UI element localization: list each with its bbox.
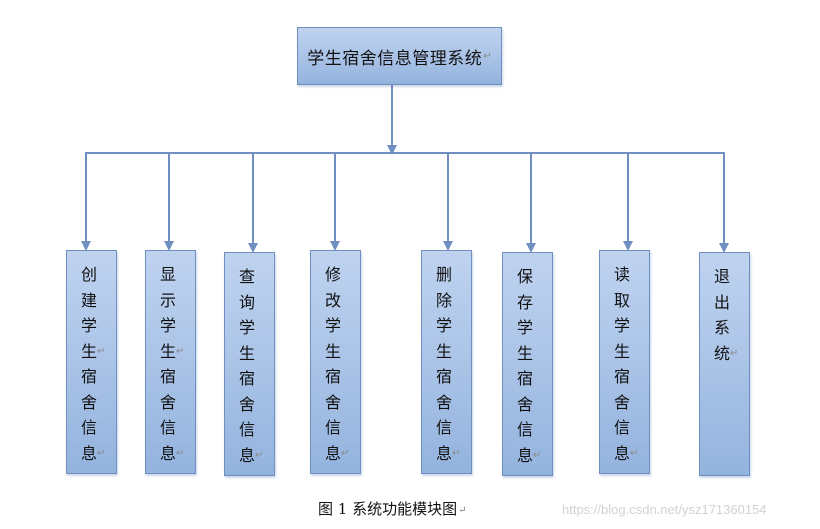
watermark-url: https://blog.csdn.net/ysz171360154 (562, 502, 767, 517)
module-label-query: 查询学生宿舍信息↵ (239, 264, 263, 468)
module-label-char: 宿 (239, 369, 256, 388)
module-label-char: 舍 (436, 392, 453, 412)
module-label-char: 生 (160, 341, 177, 361)
module-label-char: 舍 (239, 394, 256, 414)
module-box-delete: 删除学生宿舍信息↵ (421, 250, 472, 474)
module-label-char: 出 (714, 292, 731, 312)
module-label-char: 学 (517, 318, 534, 337)
module-label-char: 改 (325, 290, 342, 310)
module-label-char: 建 (81, 290, 98, 310)
module-label-char: 学 (436, 316, 453, 335)
module-label-char: 保 (517, 267, 534, 286)
paragraph-mark-icon: ↵ (630, 447, 639, 459)
module-label-char: 退 (714, 267, 731, 286)
module-label-char: 息 (81, 443, 98, 463)
root-module-label: 学生宿舍信息管理系统 (307, 48, 483, 69)
module-label-char: 学 (160, 316, 177, 335)
module-box-save: 保存学生宿舍信息↵ (502, 252, 553, 476)
module-label-exit: 退出系统↵ (714, 264, 738, 366)
module-label-char: 学 (325, 316, 342, 335)
paragraph-mark-icon: ↵ (176, 447, 185, 459)
module-label-char: 除 (436, 290, 453, 310)
paragraph-mark-icon: ↵ (458, 504, 467, 516)
module-label-create: 创建学生↵宿舍信息↵ (81, 262, 105, 466)
module-label-char: 信 (614, 418, 631, 437)
module-box-query: 查询学生宿舍信息↵ (224, 252, 275, 476)
module-label-char: 信 (436, 418, 453, 437)
module-label-char: 息 (239, 445, 256, 465)
module-label-char: 舍 (325, 392, 342, 412)
module-label-delete: 删除学生宿舍信息↵ (436, 262, 460, 466)
paragraph-mark-icon: ↵ (97, 345, 106, 357)
module-label-char: 询 (239, 292, 256, 312)
module-label-save: 保存学生宿舍信息↵ (517, 264, 541, 468)
module-label-char: 息 (160, 443, 177, 463)
module-label-char: 息 (325, 443, 342, 463)
module-label-char: 宿 (436, 367, 453, 386)
module-label-char: 信 (517, 420, 534, 439)
module-label-char: 生 (517, 343, 534, 363)
paragraph-mark-icon: ↵ (483, 50, 492, 62)
module-label-char: 显 (160, 265, 177, 284)
module-label-char: 舍 (160, 392, 177, 412)
paragraph-mark-icon: ↵ (176, 345, 185, 357)
root-module-box: 学生宿舍信息管理系统↵ (297, 27, 502, 85)
module-label-char: 取 (614, 290, 631, 310)
module-label-char: 舍 (614, 392, 631, 412)
module-label-char: 学 (614, 316, 631, 335)
module-box-exit: 退出系统↵ (699, 252, 750, 476)
module-label-char: 统 (714, 343, 731, 363)
module-label-char: 生 (81, 341, 98, 361)
module-label-char: 宿 (160, 367, 177, 386)
module-label-char: 修 (325, 265, 342, 284)
module-label-char: 删 (436, 265, 453, 284)
paragraph-mark-icon: ↵ (341, 447, 350, 459)
module-label-read: 读取学生宿舍信息↵ (614, 262, 638, 466)
module-label-char: 生 (436, 341, 453, 361)
module-label-char: 读 (614, 265, 631, 284)
module-label-char: 生 (239, 343, 256, 363)
module-label-char: 示 (160, 290, 177, 310)
module-box-modify: 修改学生宿舍信息↵ (310, 250, 361, 474)
module-box-read: 读取学生宿舍信息↵ (599, 250, 650, 474)
module-label-char: 信 (160, 418, 177, 437)
module-label-char: 学 (239, 318, 256, 337)
figure-caption-text: 图 1 系统功能模块图 (318, 500, 458, 518)
module-box-create: 创建学生↵宿舍信息↵ (66, 250, 117, 474)
module-label-char: 息 (614, 443, 631, 463)
module-label-char: 舍 (81, 392, 98, 412)
module-label-modify: 修改学生宿舍信息↵ (325, 262, 349, 466)
paragraph-mark-icon: ↵ (452, 447, 461, 459)
paragraph-mark-icon: ↵ (730, 347, 739, 359)
module-label-char: 宿 (614, 367, 631, 386)
module-label-char: 宿 (325, 367, 342, 386)
module-label-char: 生 (614, 341, 631, 361)
module-label-char: 舍 (517, 394, 534, 414)
paragraph-mark-icon: ↵ (255, 449, 264, 461)
figure-caption: 图 1 系统功能模块图↵ (318, 498, 466, 519)
module-label-char: 学 (81, 316, 98, 335)
module-label-char: 宿 (81, 367, 98, 386)
module-label-char: 信 (81, 418, 98, 437)
module-label-char: 存 (517, 292, 534, 312)
paragraph-mark-icon: ↵ (533, 449, 542, 461)
module-label-char: 宿 (517, 369, 534, 388)
module-label-char: 查 (239, 267, 256, 286)
module-label-char: 信 (325, 418, 342, 437)
module-label-char: 系 (714, 318, 731, 337)
module-label-char: 生 (325, 341, 342, 361)
module-label-char: 息 (517, 445, 534, 465)
module-label-char: 创 (81, 265, 98, 284)
paragraph-mark-icon: ↵ (97, 447, 106, 459)
module-label-char: 息 (436, 443, 453, 463)
module-label-char: 信 (239, 420, 256, 439)
module-box-display: 显示学生↵宿舍信息↵ (145, 250, 196, 474)
module-label-display: 显示学生↵宿舍信息↵ (160, 262, 184, 466)
